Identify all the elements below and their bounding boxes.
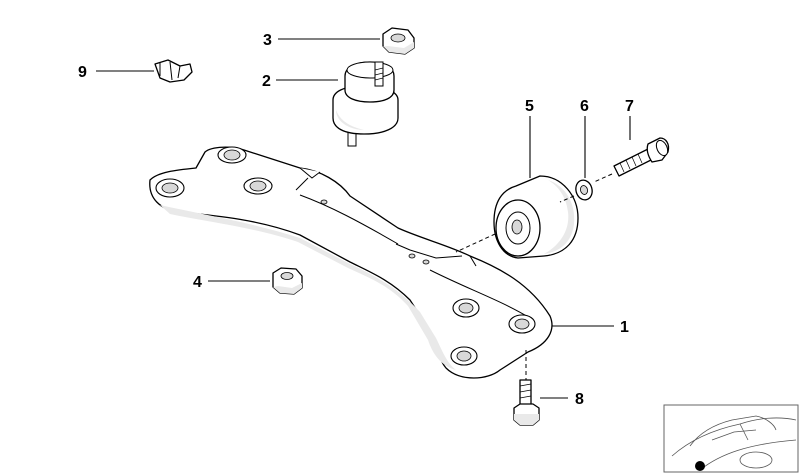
- bolt-icon[interactable]: [593, 137, 670, 183]
- self-locking-nut-icon[interactable]: [272, 267, 303, 295]
- callout-5: 5: [525, 98, 534, 115]
- callout-8: 8: [575, 391, 584, 408]
- hex-bolt-icon[interactable]: [513, 350, 540, 426]
- callout-4: 4: [193, 274, 202, 291]
- vehicle-location-thumbnail-icon[interactable]: [663, 404, 799, 473]
- hex-nut-icon[interactable]: [382, 27, 415, 55]
- callout-6: 6: [580, 98, 589, 115]
- washer-icon[interactable]: [559, 178, 594, 203]
- transmission-crossmember-icon[interactable]: [149, 146, 553, 379]
- callout-9: 9: [78, 64, 87, 81]
- callout-7: 7: [625, 98, 634, 115]
- callout-2: 2: [262, 73, 271, 90]
- transmission-mount-icon[interactable]: [332, 61, 399, 147]
- callout-1: 1: [620, 319, 629, 336]
- callout-3: 3: [263, 32, 272, 49]
- spring-clip-icon[interactable]: [154, 59, 193, 83]
- rubber-bushing-icon[interactable]: [455, 175, 579, 259]
